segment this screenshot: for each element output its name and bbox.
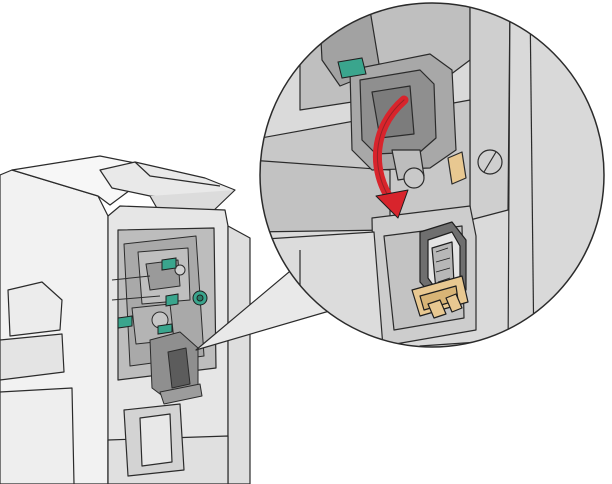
- green-latch-icon: [161, 257, 177, 271]
- green-latch-icon: [157, 323, 173, 335]
- magnifier-lens: [259, 2, 605, 348]
- rotate-symbol-icon: [477, 149, 503, 175]
- thumbscrew-icon: [192, 290, 208, 306]
- insertion-arrow-icon: [372, 95, 409, 219]
- staple-cartridge-icon: [411, 221, 469, 319]
- green-latch-icon: [337, 57, 367, 79]
- green-latch-icon: [165, 293, 179, 307]
- green-latch-icon: [117, 315, 133, 329]
